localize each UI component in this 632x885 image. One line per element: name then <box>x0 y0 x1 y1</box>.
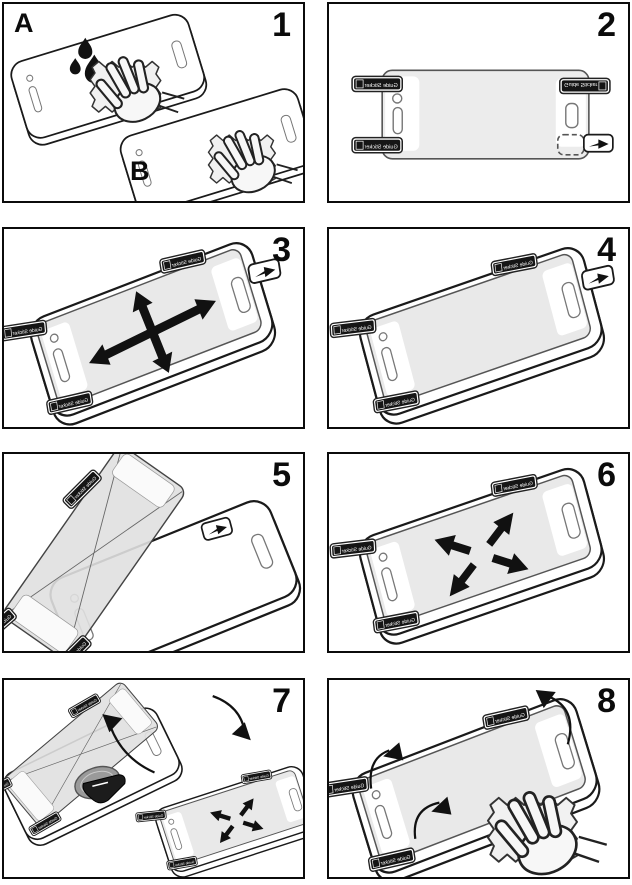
step-panel-1: A B 1 <box>2 2 305 203</box>
step-panel-6: 6 <box>327 452 630 653</box>
step-number-5: 5 <box>272 456 291 494</box>
step-panel-5: 5 <box>2 452 305 653</box>
curved-arrow-icon <box>369 742 404 789</box>
flat-film-illustration <box>351 69 614 160</box>
step-6-illustration <box>329 454 628 651</box>
step-number-1: 1 <box>272 6 291 44</box>
step-8-illustration <box>329 680 628 877</box>
curved-arrow-icon <box>102 714 155 774</box>
step-4-illustration <box>329 229 616 427</box>
step-2-illustration <box>351 69 614 160</box>
step-1-illustration <box>4 4 303 201</box>
step-panel-7: 7 <box>2 678 305 879</box>
step-7-illustration <box>4 680 303 877</box>
step-number-4: 4 <box>597 231 616 269</box>
label-b: B <box>130 156 150 186</box>
step-panel-4: 4 <box>327 227 630 429</box>
step-panel-2: 2 <box>327 2 630 203</box>
step-5-illustration <box>4 454 303 651</box>
step-number-8: 8 <box>597 682 616 720</box>
step-3-illustration <box>4 229 282 427</box>
step-number-2: 2 <box>597 6 616 44</box>
step-panel-8: 8 <box>327 678 630 879</box>
label-a: A <box>14 8 34 38</box>
step-panel-3: 3 <box>2 227 305 429</box>
step-number-6: 6 <box>597 456 616 494</box>
step-number-7: 7 <box>272 682 291 720</box>
curved-arrow-icon <box>212 695 251 741</box>
curved-arrow-icon <box>535 690 572 745</box>
squeegee-disc-icon <box>74 765 126 804</box>
step-number-3: 3 <box>272 231 291 269</box>
curved-arrow-icon <box>413 796 452 839</box>
